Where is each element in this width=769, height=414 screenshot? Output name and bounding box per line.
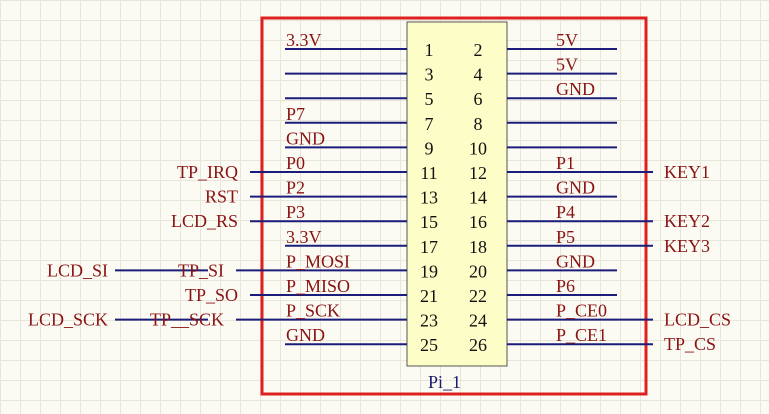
ext-net-KEY3: KEY3	[664, 236, 710, 256]
ext-net-TP_SO: TP_SO	[185, 285, 238, 305]
net-label-pin-2: 5V	[556, 30, 578, 50]
net-label-pin-11: P0	[286, 153, 305, 173]
ext-net-TP_CS: TP_CS	[664, 334, 716, 354]
part-designator: Pi_1	[428, 372, 461, 392]
net-label-pin-20: GND	[556, 251, 595, 271]
wires	[115, 48, 653, 346]
ext-net-TP_IRQ: TP_IRQ	[177, 162, 238, 182]
pin-number-25: 25	[420, 335, 438, 355]
pin-number-6: 6	[474, 89, 483, 109]
pin-number-1: 1	[425, 40, 434, 60]
ext-net-LCD_SCK: LCD_SCK	[28, 310, 108, 330]
pin-number-14: 14	[469, 188, 487, 208]
pin-number-11: 11	[420, 163, 437, 183]
pin-number-22: 22	[469, 286, 487, 306]
net-label-pin-4: 5V	[556, 55, 578, 75]
ext-net-LCD_RS: LCD_RS	[171, 211, 238, 231]
net-label-pin-1: 3.3V	[286, 30, 322, 50]
net-label-pin-12: P1	[556, 153, 575, 173]
net-label-pin-23: P_SCK	[286, 301, 340, 321]
ext-net-LCD_CS: LCD_CS	[664, 310, 731, 330]
pin-number-5: 5	[425, 89, 434, 109]
net-label-pin-15: P3	[286, 202, 305, 222]
pin-number-23: 23	[420, 311, 438, 331]
net-label-pin-21: P_MISO	[286, 276, 350, 296]
net-label-pin-13: P2	[286, 178, 305, 198]
net-label-pin-7: P7	[286, 104, 305, 124]
pin-number-12: 12	[469, 163, 487, 183]
ext-net-LCD_SI: LCD_SI	[47, 260, 108, 280]
net-label-pin-18: P5	[556, 227, 575, 247]
pin-number-2: 2	[474, 40, 483, 60]
pin-number-15: 15	[420, 212, 438, 232]
pin-number-20: 20	[469, 261, 487, 281]
ext-net-KEY1: KEY1	[664, 162, 710, 182]
pin-number-7: 7	[425, 114, 434, 134]
pin-number-19: 19	[420, 261, 438, 281]
net-label-pin-6: GND	[556, 79, 595, 99]
pin-number-8: 8	[474, 114, 483, 134]
pin-number-3: 3	[425, 65, 434, 85]
part-border	[260, 16, 648, 396]
net-label-pin-24: P_CE0	[556, 301, 607, 321]
ext-net-KEY2: KEY2	[664, 211, 710, 231]
pin-number-16: 16	[469, 212, 487, 232]
pin-number-10: 10	[469, 138, 487, 158]
net-label-pin-17: 3.3V	[286, 227, 322, 247]
pin-number-18: 18	[469, 237, 487, 257]
pin-number-21: 21	[420, 286, 438, 306]
net-label-pin-25: GND	[286, 325, 325, 345]
pin-number-17: 17	[420, 237, 438, 257]
pin-number-26: 26	[469, 335, 487, 355]
pin-number-9: 9	[425, 138, 434, 158]
net-label-pin-16: P4	[556, 202, 575, 222]
pin-number-4: 4	[474, 65, 483, 85]
connector-body	[406, 21, 508, 367]
net-label-pin-9: GND	[286, 128, 325, 148]
pin-number-13: 13	[420, 188, 438, 208]
net-label-pin-26: P_CE1	[556, 325, 607, 345]
ext-net-TP__SCK: TP__SCK	[150, 310, 224, 330]
pin-number-24: 24	[469, 311, 487, 331]
ext-net-RST: RST	[205, 187, 238, 207]
net-label-pin-14: GND	[556, 178, 595, 198]
ext-net-TP_SI: TP_SI	[178, 260, 224, 280]
net-label-pin-19: P_MOSI	[286, 251, 350, 271]
net-label-pin-22: P6	[556, 276, 575, 296]
